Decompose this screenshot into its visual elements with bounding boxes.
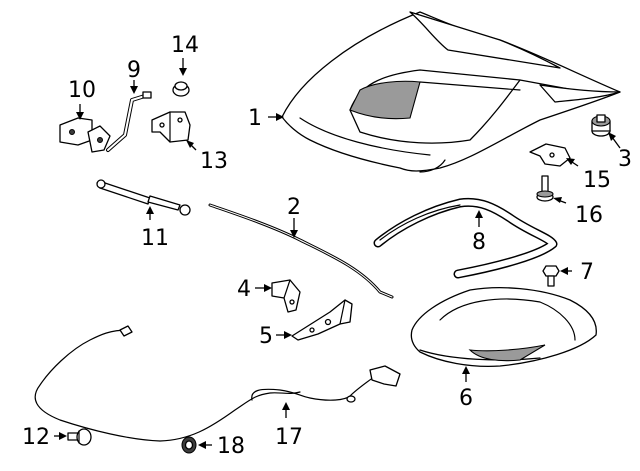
callout-17: 17 [275, 425, 303, 450]
push-pin-12 [67, 428, 92, 446]
weatherstrip-seal [373, 197, 558, 279]
callout-7: 7 [580, 260, 594, 285]
bolt-7 [542, 265, 560, 287]
arrow-18 [198, 441, 206, 449]
arrow-14 [179, 68, 187, 76]
callout-12: 12 [22, 425, 50, 450]
release-rod-9 [106, 91, 152, 152]
arrow-9 [130, 86, 138, 94]
arrow-7 [560, 267, 568, 275]
arrow-16 [553, 197, 562, 203]
arrow-4 [264, 284, 272, 292]
hood-panel [281, 11, 621, 173]
callout-10: 10 [68, 78, 96, 103]
arrow-11 [146, 206, 154, 214]
bracket-15 [529, 143, 571, 167]
callout-14: 14 [171, 33, 199, 58]
callout-3: 3 [618, 147, 632, 172]
leader-3 [611, 136, 621, 149]
bracket-4 [271, 279, 301, 313]
arrow-15 [566, 158, 575, 165]
callout-2: 2 [287, 195, 301, 220]
arrow-5 [284, 331, 292, 339]
leader-15 [571, 161, 579, 167]
hood-insulator [410, 287, 597, 368]
latch-10 [59, 117, 111, 153]
hood-rod [208, 203, 394, 299]
callout-18: 18 [217, 434, 245, 459]
callout-6: 6 [459, 386, 473, 411]
bumper-stop [591, 114, 611, 137]
grommet-14 [172, 81, 190, 97]
bolt-16 [536, 175, 554, 202]
callout-5: 5 [259, 324, 273, 349]
callout-1: 1 [248, 106, 262, 131]
release-cable-17 [34, 325, 401, 442]
callout-8: 8 [472, 230, 486, 255]
arrow-2 [290, 230, 298, 238]
callout-11: 11 [141, 226, 169, 251]
arrow-17 [282, 402, 290, 410]
callout-13: 13 [200, 149, 228, 174]
arrow-1 [276, 113, 284, 121]
gas-strut-11 [96, 179, 191, 216]
arrow-8 [475, 210, 483, 218]
callout-4: 4 [237, 277, 251, 302]
hinge-bracket-5 [291, 299, 353, 341]
callout-9: 9 [127, 58, 141, 83]
callout-16: 16 [575, 203, 603, 228]
arrow-3 [608, 132, 616, 141]
callout-15: 15 [583, 168, 611, 193]
grommet-18 [181, 436, 197, 454]
arrow-13 [186, 140, 194, 148]
striker-13 [151, 111, 191, 143]
arrow-10 [76, 112, 84, 120]
arrow-12 [59, 432, 67, 440]
arrow-6 [462, 366, 470, 374]
